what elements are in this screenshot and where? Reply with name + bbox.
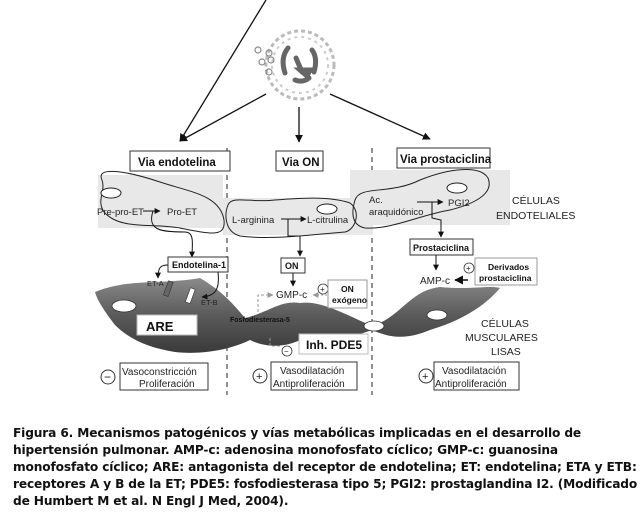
gmp-c-label: GMP-c xyxy=(276,290,307,301)
endothelin-title-box xyxy=(129,150,231,172)
arrow-to-endothelin xyxy=(179,0,267,142)
arrow-to-endothelin-path xyxy=(179,93,267,142)
exogenous-no-box xyxy=(327,279,368,309)
no-effect-line1: Vasodilatación xyxy=(280,366,344,377)
et-b-label: ET-B xyxy=(201,298,218,307)
arachidonic-line2: araquidónico xyxy=(369,207,423,218)
prostacyclin-label: Prostaciclina xyxy=(413,243,470,253)
are-box xyxy=(136,314,198,336)
pre-pro-et-label: Pre-pro-ET xyxy=(97,207,144,218)
svg-text:−: − xyxy=(104,370,111,384)
exogenous-no-line2: exógeno xyxy=(332,295,367,305)
et-b-receptor-icon xyxy=(184,287,196,304)
prostacyclin-derivatives-box xyxy=(474,257,538,286)
inh-pde5-box xyxy=(298,333,369,355)
endothelin-effect-box xyxy=(119,362,209,391)
pde5-enzyme-label: Fosfodiesterasa-5 xyxy=(230,317,290,324)
plus-icon-no xyxy=(252,368,268,384)
derivatives-line1: Derivados xyxy=(488,262,529,272)
prostacyclin-effect-line2: Antiproliferación xyxy=(435,379,507,390)
no-effect-line2: Antiproliferación xyxy=(273,379,345,390)
inh-pde5-label: Inh. PDE5 xyxy=(306,338,362,352)
plus-icon-derivatives xyxy=(463,262,475,274)
arachidonic-line1: Ac. xyxy=(369,195,383,206)
pro-et-label: Pro-ET xyxy=(167,207,197,218)
prostacyclin-effect-line1: Vasodilatación xyxy=(442,366,506,377)
are-label: ARE xyxy=(146,319,174,334)
svg-text:+: + xyxy=(256,371,262,383)
endothelin-1-label: Endotelina-1 xyxy=(172,260,226,270)
no-effect-box xyxy=(270,361,358,391)
muscle-label-line2: MUSCULARES xyxy=(465,332,538,344)
pathway-diagram: Via endotelina Pre-pro-ET Pro-ET Endotel… xyxy=(95,0,575,395)
prostacyclin-title: Via prostaciclina xyxy=(400,154,492,166)
endothelial-cell-2 xyxy=(225,197,357,238)
exogenous-no-line1: ON xyxy=(341,284,354,294)
endothelial-label-line1: CÉLULAS xyxy=(512,194,560,207)
endothelial-cell-1 xyxy=(100,170,225,234)
svg-text:+: + xyxy=(422,371,428,383)
prostacyclin-title-box xyxy=(396,147,491,169)
plus-icon-prostacyclin xyxy=(418,368,434,384)
et-a-receptor-icon xyxy=(162,280,174,297)
endothelial-band xyxy=(98,175,223,228)
endothelial-label-line2: ENDOTELIALES xyxy=(496,210,575,222)
figure-caption: Figura 6. Mecanismos patogénicos y vías … xyxy=(13,426,638,508)
minus-icon-endothelin xyxy=(100,369,116,385)
prostacyclin-effect-box xyxy=(433,361,520,391)
endothelin-title: Via endotelina xyxy=(138,157,216,169)
no-title: Via ON xyxy=(282,157,320,169)
vascular-cell-icon xyxy=(254,29,336,101)
prostacyclin-box xyxy=(409,238,474,256)
derivatives-line2: prostaciclina xyxy=(479,273,532,283)
muscle-label-line3: LISAS xyxy=(491,346,521,358)
svg-text:+: + xyxy=(466,264,471,273)
no-label: ON xyxy=(285,261,299,271)
amp-c-label: AMP-c xyxy=(420,276,450,287)
muscle-label-line1: CÉLULAS xyxy=(481,317,529,330)
svg-text:−: − xyxy=(284,347,289,356)
endothelial-cell-3 xyxy=(352,169,490,229)
l-citrulline-label: L-citrulina xyxy=(307,215,349,226)
endothelin-effect-line1: Vasoconstricción xyxy=(122,367,197,378)
pgi2-label: PGI2 xyxy=(448,198,470,209)
endothelin-effect-line2: Proliferación xyxy=(139,379,195,390)
no-title-box xyxy=(275,150,324,172)
l-arginine-label: L-arginina xyxy=(232,215,275,226)
minus-icon-pde5 xyxy=(281,345,293,357)
arrow-to-prostacyclin xyxy=(329,93,431,140)
svg-text:+: + xyxy=(320,285,325,294)
et-a-label: ET-A xyxy=(147,279,164,288)
